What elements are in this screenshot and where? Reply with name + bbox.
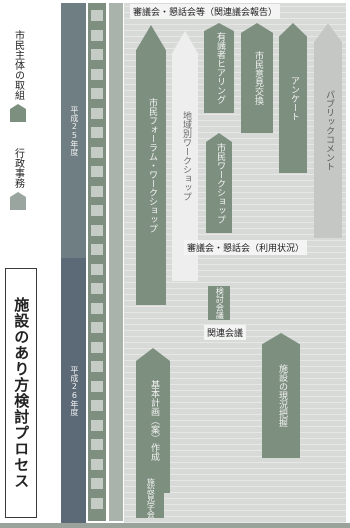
legend-civic-label: 市民主体の取組 <box>12 30 24 100</box>
diagram-title: 施設のあり方検討プロセス <box>5 268 37 518</box>
timeline-tick <box>91 439 103 450</box>
diagram-title-text: 施設のあり方検討プロセス <box>12 297 31 489</box>
timeline-tick <box>91 88 103 99</box>
timeline-tick <box>91 419 103 431</box>
timeline-tick <box>91 322 103 333</box>
arrow-label: 市民意見交換 <box>252 51 263 105</box>
legend-admin: 行政事務 <box>10 148 26 210</box>
process-arrow: 有識者ヒアリング <box>204 23 234 113</box>
bottom-strip <box>0 523 350 528</box>
legend-admin-label: 行政事務 <box>12 148 24 188</box>
phase-label-2: 平成26年度 <box>69 365 79 416</box>
legend-panel: 市民主体の取組 行政事務 施設のあり方検討プロセス <box>0 0 60 528</box>
arrow-label: 市民フォーラム・ワークショップ <box>146 97 157 233</box>
process-arrow: 地域別ワークショップ <box>172 31 198 281</box>
process-arrow: アンケート <box>279 23 307 173</box>
arrow-label: 地域別ワークショップ <box>180 111 191 201</box>
meeting-label-middle: 審議会・懇話会（利用状況） <box>184 240 308 255</box>
process-arrow: 市民フォーラム・ワークショップ <box>136 25 166 305</box>
process-arrow: 基本計画（案）作成 <box>136 348 170 493</box>
timeline-tick <box>91 49 103 60</box>
timeline-tick <box>91 361 103 372</box>
process-box: 施設見学会 <box>136 478 164 518</box>
process-arrow: 市民意見交換 <box>241 23 273 133</box>
arrow-label: 施設の現況把握 <box>276 364 287 427</box>
timeline-tick <box>91 341 103 353</box>
process-box: 検討会議 <box>208 286 230 320</box>
timeline-tick <box>91 283 103 294</box>
timeline-strip-secondary <box>109 3 123 521</box>
timeline-tick <box>91 478 103 489</box>
house-icon <box>10 104 26 122</box>
arrow-label: パブリックコメント <box>323 90 334 171</box>
timeline-tick <box>91 458 103 470</box>
legend-civic: 市民主体の取組 <box>10 30 26 122</box>
phase-band-1: 平成25年度 <box>61 3 86 258</box>
timeline-tick <box>91 10 103 21</box>
process-arrow: パブリックコメント <box>314 23 342 238</box>
process-arrow: 施設の現況把握 <box>262 333 300 458</box>
meeting-label-related: 関連会議 <box>204 325 247 340</box>
arrow-label: アンケート <box>288 75 299 121</box>
box-label: 施設見学会 <box>146 478 156 518</box>
timeline-tick <box>91 68 103 80</box>
meeting-label-top: 審議会・懇話会等（関連議会報告） <box>130 4 281 19</box>
timeline-tick <box>91 107 103 119</box>
timeline-tick <box>91 29 103 41</box>
process-arrow: 市民ワークショップ <box>206 133 232 233</box>
arrow-label: 基本計画（案）作成 <box>148 380 159 461</box>
arrow-label: 市民ワークショップ <box>214 142 225 224</box>
timeline-tick <box>91 127 103 138</box>
timeline-tick <box>91 497 103 509</box>
timeline-tick <box>91 400 103 411</box>
timeline-tick <box>91 263 103 275</box>
timeline-tick <box>91 302 103 314</box>
phase-label-1: 平成25年度 <box>69 105 79 156</box>
box-label: 検討会議 <box>215 287 225 319</box>
timeline-tick <box>91 146 103 158</box>
timeline-tick <box>91 166 103 177</box>
timeline-tick <box>91 205 103 216</box>
house-icon <box>10 192 26 210</box>
process-area: 審議会・懇話会等（関連議会報告） 市民フォーラム・ワークショップ 地域別ワークシ… <box>124 3 346 523</box>
timeline-tick <box>91 244 103 255</box>
arrow-label: 有識者ヒアリング <box>214 32 225 104</box>
phase-band-2: 平成26年度 <box>61 258 86 523</box>
timeline-tick <box>91 185 103 197</box>
timeline-tick <box>91 224 103 236</box>
timeline-tick <box>91 380 103 392</box>
